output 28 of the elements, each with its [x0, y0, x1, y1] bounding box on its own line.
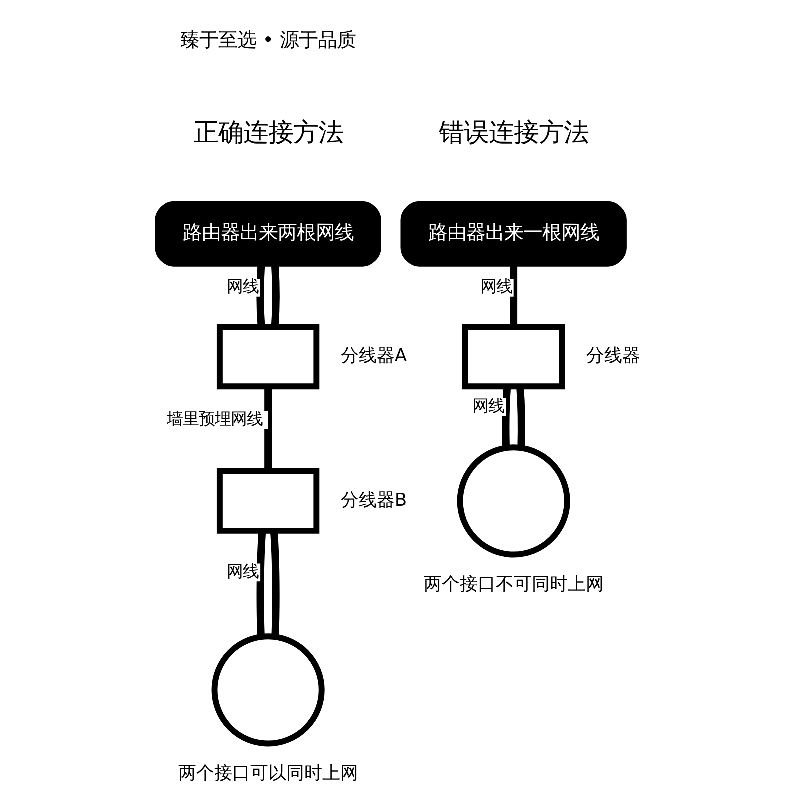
- node-label: 两个接口可以同时上网: [178, 762, 358, 784]
- node-box: 路由器出来一根网线: [400, 201, 627, 267]
- connector: [502, 386, 512, 448]
- node-box: [216, 324, 320, 390]
- node-box: [216, 468, 320, 534]
- edge-label: 网线: [227, 562, 260, 581]
- connector: [256, 531, 266, 637]
- label: 臻于至选 • 源于品质: [180, 28, 356, 52]
- label: 错误连接方法: [438, 118, 589, 148]
- connector: [516, 386, 526, 448]
- node-circle: [212, 634, 325, 747]
- edge-label: 网线: [227, 277, 260, 296]
- edge-label: 墙里预埋网线: [167, 409, 264, 428]
- connector: [270, 531, 280, 637]
- connector: [510, 266, 518, 328]
- edge-label: 网线: [480, 277, 512, 296]
- node-label: 分线器B: [340, 490, 408, 511]
- node-label: 分线器: [586, 345, 641, 366]
- edge-label: 网线: [472, 396, 505, 416]
- label: 正确连接方法: [193, 118, 344, 148]
- connector: [271, 266, 280, 328]
- node-box: 路由器出来两根网线: [155, 201, 382, 267]
- node-label: 分线器A: [340, 345, 408, 366]
- node-circle: [457, 444, 570, 558]
- connector: [264, 386, 272, 472]
- connector: [256, 266, 266, 328]
- node-label: 两个接口不可同时上网: [424, 574, 604, 595]
- node-box: [462, 324, 566, 390]
